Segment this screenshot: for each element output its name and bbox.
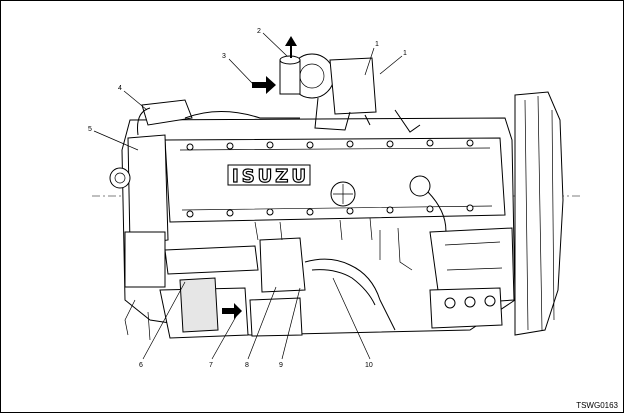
callout-9: 9 (279, 362, 283, 369)
logo-plate (227, 164, 311, 186)
breather (409, 175, 431, 197)
callout-5: 5 (88, 126, 92, 133)
air-intake-arrow (252, 76, 276, 94)
callout-6: 6 (139, 362, 143, 369)
charge-air-pipe (164, 245, 259, 275)
callout-1b: 1 (403, 50, 407, 57)
front-pulley (109, 167, 131, 189)
head-bolts (186, 139, 474, 218)
flywheel-housing (514, 91, 564, 336)
egr-valve (259, 237, 306, 293)
valve-cover (164, 137, 506, 223)
callout-8: 8 (245, 362, 249, 369)
front-cover (127, 134, 169, 246)
callout-7: 7 (209, 362, 213, 369)
callout-1a: 1 (375, 41, 379, 48)
leader-lines (93, 32, 403, 360)
callout-10: 10 (365, 362, 373, 369)
turbocharger (279, 53, 377, 131)
callout-2: 2 (257, 28, 261, 35)
callout-3: 3 (222, 53, 226, 60)
intake-pipe (141, 99, 193, 126)
starter-motor (179, 277, 219, 333)
callout-4: 4 (118, 85, 122, 92)
isuzu-lettering: ISUZU (232, 166, 309, 187)
figure-code: TSWG0163 (576, 401, 618, 410)
front-lower-cover (124, 231, 166, 288)
supply-pump (429, 287, 503, 329)
exhaust-out-arrow (285, 36, 297, 58)
fuel-pump (429, 227, 515, 306)
oil-pan-front (249, 297, 303, 337)
